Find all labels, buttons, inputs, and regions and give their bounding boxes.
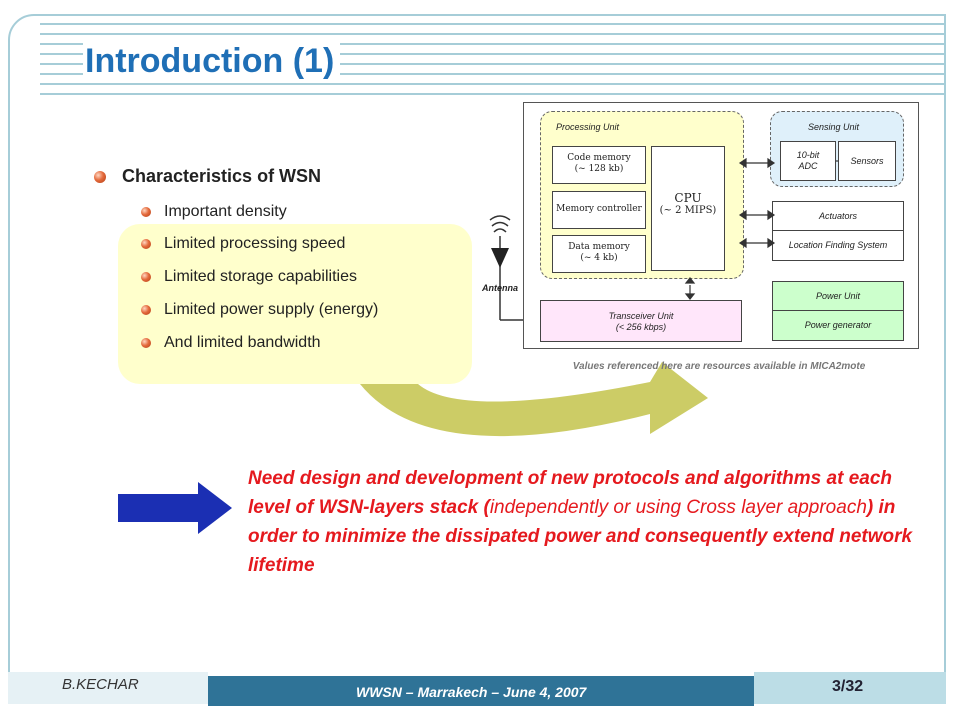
code-memory-label: Code memory: [567, 153, 631, 163]
diagram-connectors: [684, 157, 838, 300]
list-item: Limited storage capabilities: [164, 268, 357, 285]
memory-controller-label: Memory controller: [556, 204, 642, 214]
power-generator-label: Power generator: [804, 320, 872, 330]
adc-box: 10-bit ADC: [780, 141, 836, 181]
sensors-label: Sensors: [850, 156, 884, 166]
code-memory-size: (~ 128 kb): [574, 164, 624, 174]
power-unit-label: Power Unit: [773, 282, 903, 311]
conclusion-text: Need design and development of new proto…: [248, 464, 918, 580]
processing-unit-label: Processing Unit: [556, 122, 620, 132]
cpu-label: CPU: [674, 191, 702, 205]
list-item: Limited processing speed: [164, 235, 346, 252]
memory-controller-box: Memory controller: [552, 191, 646, 229]
sensor-node-diagram: Processing Unit Code memory (~ 128 kb) M…: [523, 102, 919, 349]
cpu-speed: (~ 2 MIPS): [659, 205, 717, 216]
list-item: And limited bandwidth: [164, 334, 321, 351]
bullet-icon: [141, 305, 151, 315]
data-memory-label: Data memory: [568, 242, 630, 252]
list-item: Important density: [164, 203, 287, 220]
cpu-box: CPU (~ 2 MIPS): [651, 146, 725, 271]
footer-event-bar: [208, 676, 754, 706]
adc-label: 10-bit: [796, 150, 820, 160]
slide-title: Introduction (1): [83, 42, 341, 81]
bullet-icon: [141, 207, 151, 217]
power-unit-box: Power Unit Power generator: [772, 281, 904, 341]
code-memory-box: Code memory (~ 128 kb): [552, 146, 646, 184]
sensors-box: Sensors: [838, 141, 896, 181]
antenna-label: Antenna: [482, 283, 518, 293]
right-arrow-icon: [118, 482, 232, 534]
antenna-icon: [489, 215, 540, 321]
actuators-box: Actuators Location Finding System: [772, 201, 904, 261]
data-memory-size: (~ 4 kb): [580, 253, 618, 263]
highlight-panel: [118, 224, 472, 384]
footer-page-area: [754, 672, 946, 704]
conclusion-part-3: ) in order to minimize the dissipated po…: [248, 497, 913, 576]
page-number: 3/32: [832, 678, 864, 695]
bullet-icon: [141, 338, 151, 348]
bullet-icon: [94, 171, 106, 183]
actuators-label: Actuators: [773, 202, 903, 231]
bullet-icon: [141, 239, 151, 249]
section-heading: Characteristics of WSN: [122, 166, 322, 186]
transceiver-rate: (< 256 kbps): [615, 322, 667, 332]
list-item: Limited power supply (energy): [164, 301, 379, 318]
sensing-unit-label: Sensing Unit: [808, 122, 860, 132]
location-label: Location Finding System: [788, 240, 888, 250]
conclusion-part-1: Need design and development of new proto…: [248, 468, 892, 518]
data-memory-box: Data memory (~ 4 kb): [552, 235, 646, 273]
adc-label-2: ADC: [798, 161, 818, 171]
footer-event: WWSN – Marrakech – June 4, 2007: [356, 684, 587, 700]
footer-author-area: [8, 672, 208, 704]
conclusion-part-2: independently or using Cross layer appro…: [489, 497, 867, 518]
bullet-icon: [141, 272, 151, 282]
footer-author: B.KECHAR: [62, 676, 139, 693]
diagram-caption: Values referenced here are resources ava…: [572, 361, 866, 372]
transceiver-label: Transceiver Unit: [608, 311, 674, 321]
transceiver-box: Transceiver Unit (< 256 kbps): [540, 300, 742, 342]
